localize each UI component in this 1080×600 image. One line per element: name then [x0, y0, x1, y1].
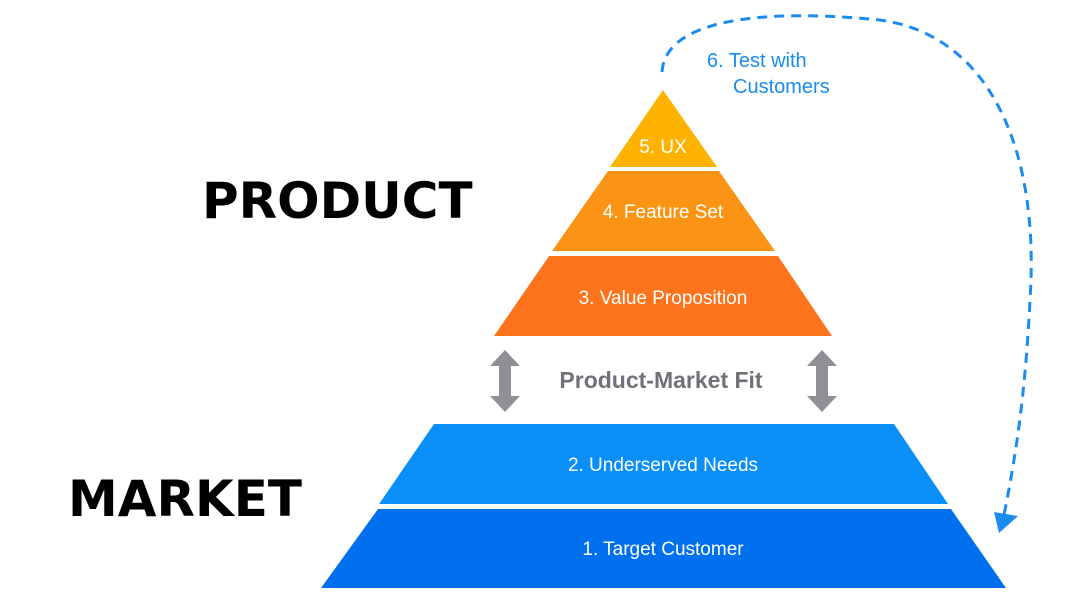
layer-feature-set	[552, 171, 775, 251]
layer-ux-label: 5. UX	[639, 137, 687, 158]
loop-label-line1: 6. Test with	[707, 50, 807, 72]
layer-ux	[610, 90, 717, 167]
layer-underserved-needs	[379, 424, 948, 504]
layer-feature-set-label: 4. Feature Set	[603, 202, 724, 223]
market-heading: MARKET	[68, 470, 302, 528]
layer-value-proposition	[494, 256, 832, 336]
double-arrow-icon	[807, 350, 837, 412]
layer-value-proposition-label: 3. Value Proposition	[579, 288, 748, 309]
product-heading: PRODUCT	[202, 172, 473, 230]
arrowhead-icon	[994, 512, 1018, 533]
loop-label-line2: Customers	[733, 76, 830, 98]
product-market-fit-label: Product-Market Fit	[559, 367, 763, 393]
double-arrow-icon	[490, 350, 520, 412]
feedback-loop-arrow	[660, 14, 1033, 521]
layer-underserved-needs-label: 2. Underserved Needs	[568, 455, 758, 476]
layer-target-customer	[321, 509, 1006, 588]
layer-target-customer-label: 1. Target Customer	[582, 539, 744, 560]
